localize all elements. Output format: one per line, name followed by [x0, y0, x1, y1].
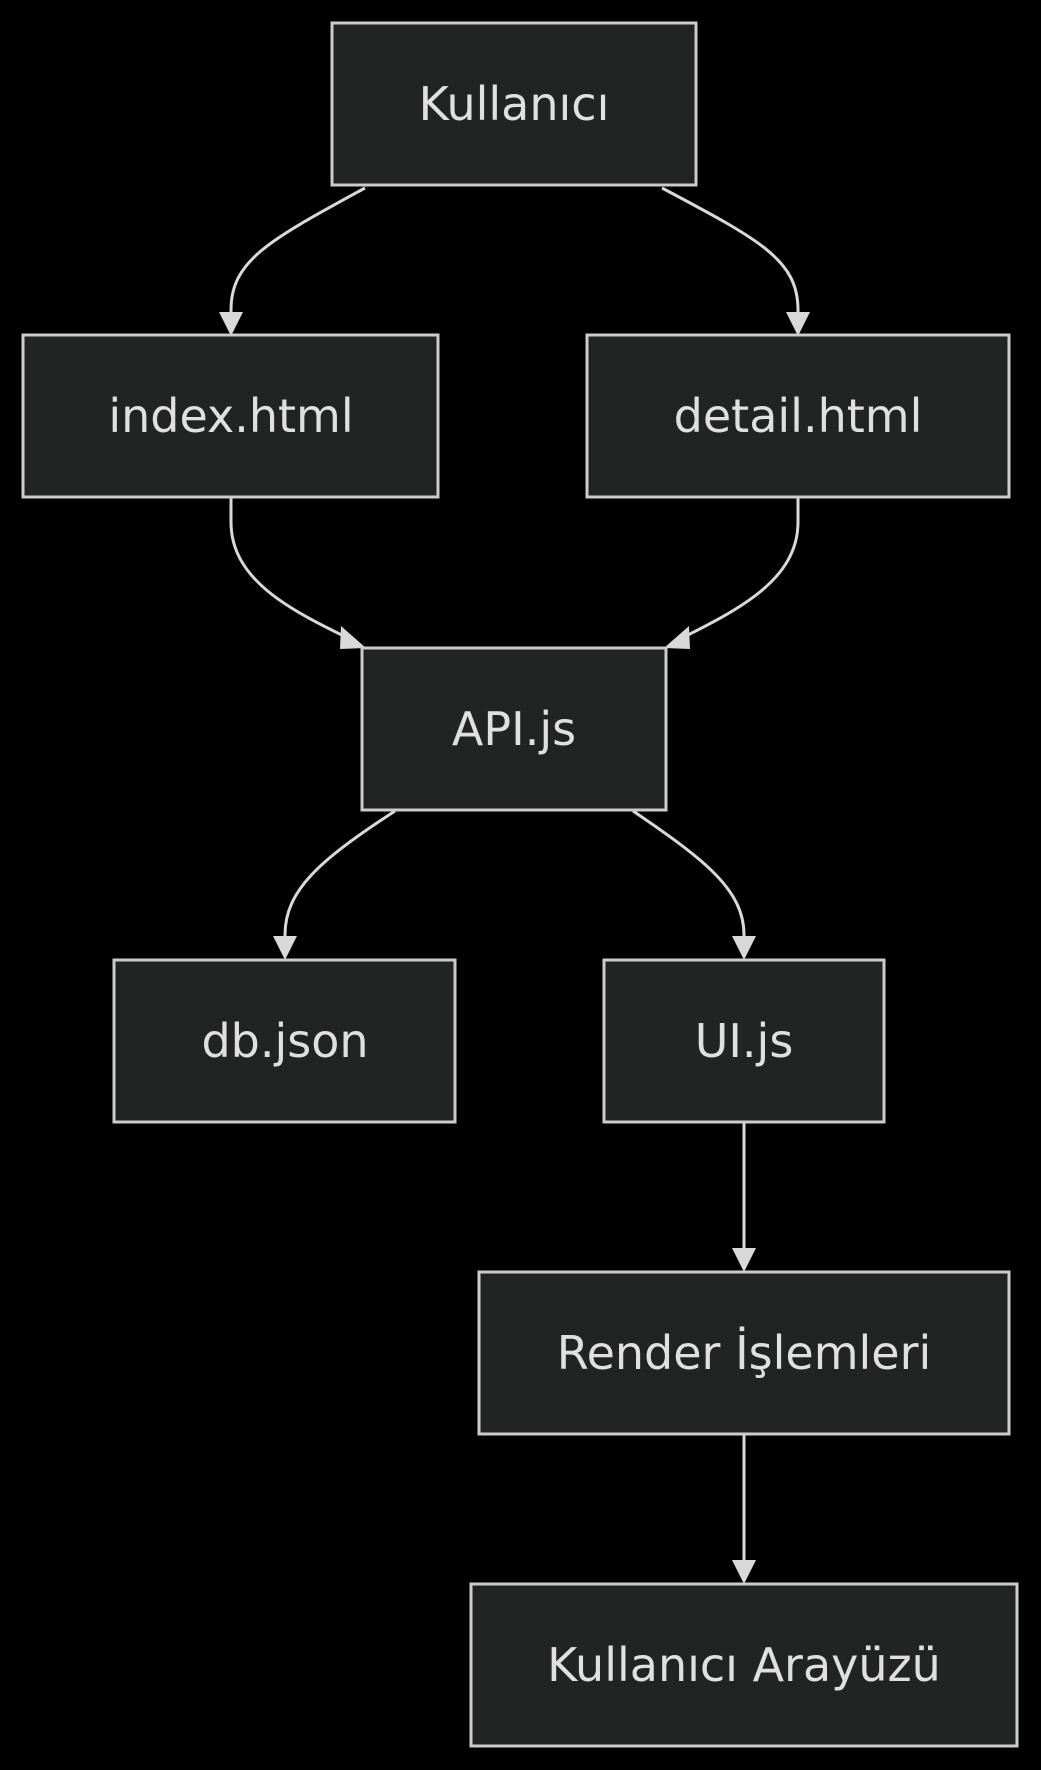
node-db-json-label: db.json — [201, 1014, 368, 1068]
node-api-js: API.js — [360, 646, 668, 812]
node-render-islemleri-label: Render İşlemleri — [557, 1326, 932, 1380]
arrowhead-user-to-index — [219, 312, 243, 336]
node-ui-js: UI.js — [602, 958, 886, 1124]
node-render-islemleri-box — [477, 1270, 1011, 1436]
node-detail-html-label: detail.html — [674, 389, 923, 443]
node-kullanici-arayuzu-label: Kullanıcı Arayüzü — [547, 1638, 941, 1692]
arrowhead-index-to-api — [340, 626, 366, 649]
edge-user-to-index — [229, 186, 366, 316]
node-kullanici-label: Kullanıcı — [419, 77, 610, 131]
arrowhead-ui-to-render — [732, 1248, 756, 1272]
edge-detail-to-api — [677, 498, 800, 642]
node-api-js-label: API.js — [452, 702, 576, 756]
node-detail-html: detail.html — [585, 333, 1011, 499]
arrowhead-user-to-detail — [786, 312, 810, 336]
edge-index-to-api — [229, 498, 353, 642]
node-db-json-box — [112, 958, 457, 1124]
node-ui-js-label: UI.js — [695, 1014, 794, 1068]
node-kullanici-box — [330, 21, 698, 187]
node-render-islemleri: Render İşlemleri — [477, 1270, 1011, 1436]
node-kullanici-arayuzu-box — [469, 1582, 1019, 1748]
node-db-json: db.json — [112, 958, 457, 1124]
node-index-html-box — [21, 333, 440, 499]
node-kullanici: Kullanıcı — [330, 21, 698, 187]
node-index-html-label: index.html — [108, 389, 353, 443]
arrowhead-api-to-db — [273, 936, 297, 960]
edge-api-to-db — [283, 809, 396, 940]
arrowhead-detail-to-api — [664, 626, 690, 649]
node-kullanici-arayuzu: Kullanıcı Arayüzü — [469, 1582, 1019, 1748]
edge-user-to-detail — [661, 186, 800, 316]
node-index-html: index.html — [21, 333, 440, 499]
edge-api-to-ui — [632, 809, 746, 940]
node-api-js-box — [360, 646, 668, 812]
node-ui-js-box — [602, 958, 886, 1124]
edges — [219, 186, 810, 1584]
arrowhead-api-to-ui — [732, 936, 756, 960]
arrowhead-render-to-interface — [732, 1560, 756, 1584]
node-detail-html-box — [585, 333, 1011, 499]
